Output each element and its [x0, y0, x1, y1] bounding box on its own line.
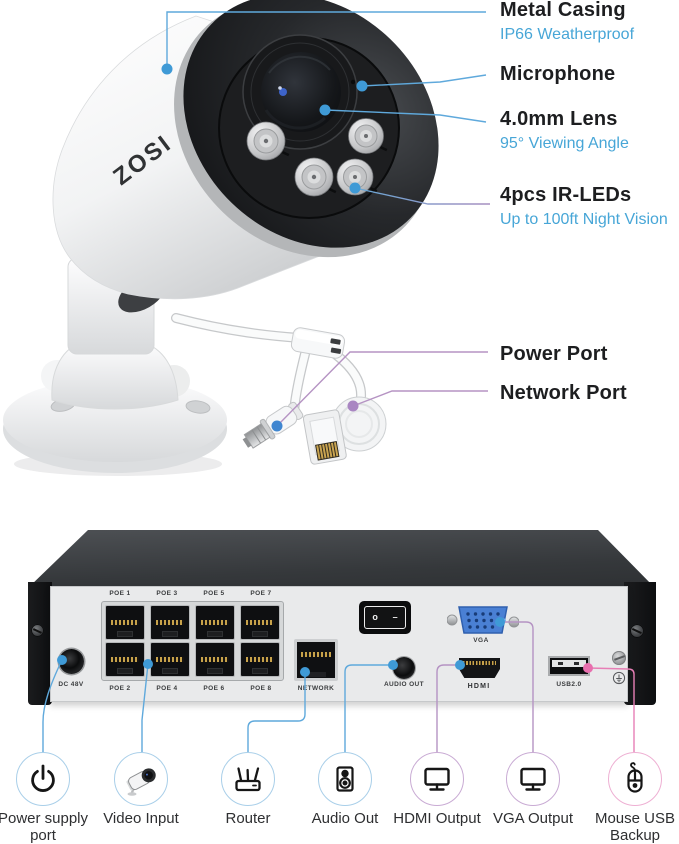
poe-label: POE 5	[203, 590, 225, 597]
speaker-icon	[336, 766, 354, 792]
audio-out-label: AUDIO OUT	[383, 681, 425, 688]
callout-subtitle: Up to 100ft Night Vision	[500, 211, 668, 228]
poe-port-4	[150, 642, 190, 677]
power-switch-rocker: o –	[364, 606, 406, 629]
nvr-back-panel: DC 48V POE 1 POE 3 POE 5 POE 7	[50, 586, 628, 702]
dc-power-jack	[59, 649, 84, 674]
legend-label-power-supply: Power supply port	[0, 810, 89, 844]
network-port-label: NETWORK	[297, 685, 335, 692]
hdmi-output-circle	[410, 752, 464, 806]
switch-on-mark: –	[392, 612, 398, 622]
legend-label-video-input: Video Input	[103, 810, 179, 827]
monitor-icon	[520, 767, 546, 791]
power-icon	[31, 764, 55, 792]
poe-label: POE 6	[203, 685, 225, 692]
video-input-circle	[114, 752, 168, 806]
power-switch: o –	[359, 601, 411, 634]
legend-label-audio-out: Audio Out	[311, 810, 379, 827]
nvr-top-face	[28, 530, 655, 588]
ground-icon	[612, 671, 626, 685]
usb-port-label: USB2.0	[556, 681, 582, 688]
poe-port-6	[195, 642, 235, 677]
poe-label: POE 1	[109, 590, 131, 597]
callout-subtitle: 95° Viewing Angle	[500, 135, 629, 152]
poe-label: POE 7	[250, 590, 272, 597]
callout-ir-leds: 4pcs IR-LEDs Up to 100ft Night Vision	[500, 184, 668, 229]
callout-title: 4pcs IR-LEDs	[500, 184, 632, 206]
bullet-camera-icon	[126, 768, 156, 796]
poe-port-block	[101, 601, 284, 681]
camera-mount	[3, 257, 227, 476]
switch-off-mark: o	[372, 612, 378, 622]
power-connector	[242, 401, 304, 449]
router-icon	[235, 767, 261, 792]
poe-label: POE 8	[250, 685, 272, 692]
nvr-right-bracket	[624, 582, 656, 705]
ground-screw	[612, 651, 626, 665]
callout-metal-casing: Metal Casing IP66 Weatherproof	[500, 0, 634, 44]
poe-label: POE 4	[156, 685, 178, 692]
monitor-icon	[424, 767, 450, 791]
callout-power-port: Power Port	[500, 343, 608, 366]
bracket-screw	[31, 624, 44, 637]
legend-label-vga-output: VGA Output	[492, 810, 574, 827]
callout-subtitle: IP66 Weatherproof	[500, 26, 635, 43]
power-supply-circle	[16, 752, 70, 806]
callout-title: Microphone	[500, 63, 616, 85]
poe-port-2	[105, 642, 145, 677]
poe-port-7	[240, 605, 280, 640]
bracket-screw	[630, 624, 644, 638]
legend-label-hdmi-output: HDMI Output	[393, 810, 481, 827]
legend-label-mouse-usb: Mouse USB Backup	[594, 810, 676, 844]
poe-port-5	[195, 605, 235, 640]
callout-title: 4.0mm Lens	[500, 108, 618, 130]
network-connector	[302, 396, 387, 465]
callout-microphone: Microphone	[500, 63, 615, 86]
callout-lens: 4.0mm Lens 95° Viewing Angle	[500, 108, 629, 153]
hdmi-port	[459, 658, 500, 678]
microphone-hole	[350, 79, 356, 85]
vga-port-label: VGA	[473, 637, 489, 644]
callout-network-port: Network Port	[500, 382, 627, 405]
audio-out-circle	[318, 752, 372, 806]
dc-port-label: DC 48V	[58, 681, 84, 688]
poe-label: POE 3	[156, 590, 178, 597]
cable-splitter	[290, 327, 346, 359]
mouse-icon	[627, 762, 643, 793]
nvr-unit: DC 48V POE 1 POE 3 POE 5 POE 7	[18, 518, 663, 710]
legend-label-router: Router	[225, 810, 271, 827]
callout-title: Metal Casing	[500, 0, 626, 21]
poe-port-1	[105, 605, 145, 640]
callout-title: Power Port	[500, 343, 608, 365]
mouse-circle	[608, 752, 662, 806]
vga-output-circle	[506, 752, 560, 806]
audio-out-jack	[393, 657, 415, 679]
router-circle	[221, 752, 275, 806]
poe-port-3	[150, 605, 190, 640]
callout-title: Network Port	[500, 382, 627, 404]
network-uplink-port	[294, 639, 338, 681]
poe-label: POE 2	[109, 685, 131, 692]
poe-port-8	[240, 642, 280, 677]
hdmi-port-label: HDMI	[467, 683, 491, 690]
usb-port	[548, 656, 590, 676]
